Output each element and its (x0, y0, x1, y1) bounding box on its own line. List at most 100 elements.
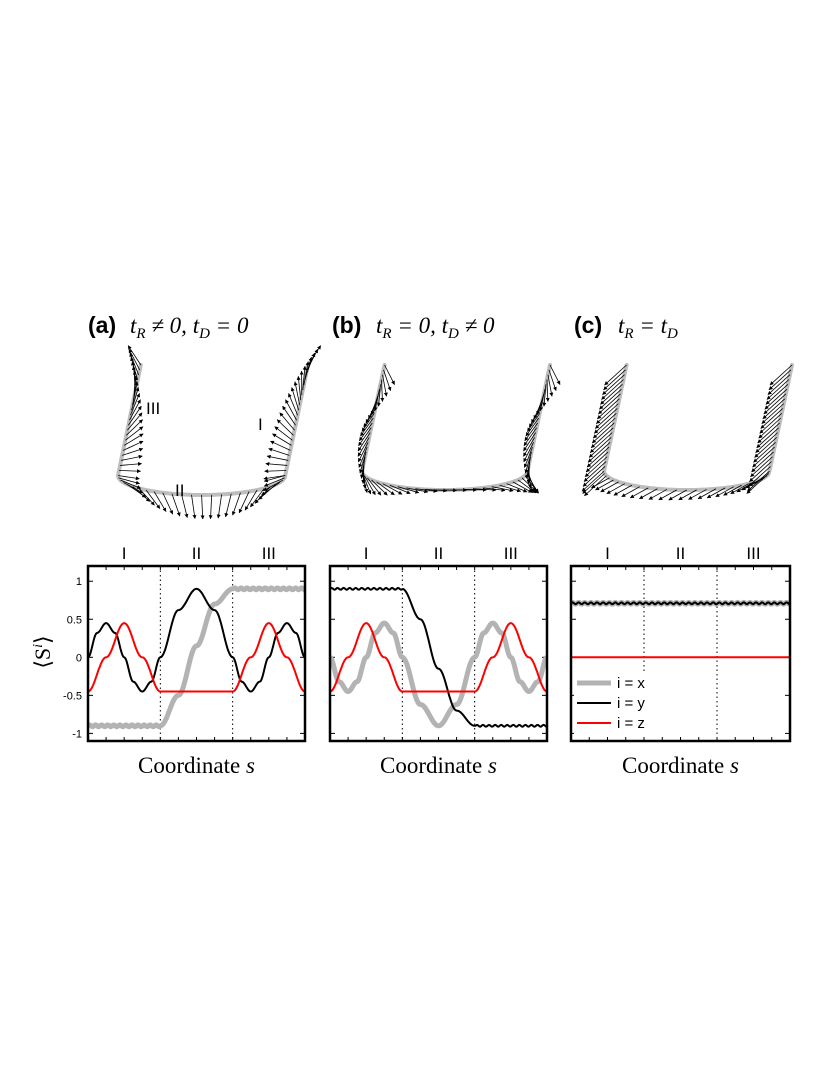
spin-arrow (303, 361, 310, 386)
spin-arrow (307, 345, 322, 366)
spin-arrow (123, 482, 144, 494)
spin-arrow (524, 422, 539, 442)
spin-arrow (763, 393, 787, 415)
spin-arrow (582, 466, 606, 487)
spin-texture-c (581, 363, 794, 501)
spin-arrow (523, 432, 536, 452)
spin-arrow (599, 388, 622, 410)
spin-arrow (548, 369, 557, 392)
series-line-iz (330, 622, 547, 693)
spin-arrow (758, 417, 781, 439)
spin-arrow (383, 369, 392, 392)
spin-arrow (697, 488, 717, 500)
spin-arrow (266, 454, 289, 461)
spin-arrow (648, 489, 668, 500)
spin-arrow (757, 422, 780, 444)
spin-arrow (224, 493, 232, 518)
spin-arrow (263, 475, 286, 481)
region-label-i: I (122, 544, 127, 563)
spin-arrow (523, 427, 537, 447)
svg-text:tR = 0, tD ≠ 0: tR = 0, tD ≠ 0 (376, 313, 495, 342)
legend-label: i = y (617, 695, 645, 712)
plot-frame (86, 564, 307, 743)
spin-arrow (122, 447, 144, 456)
spin-arrow (549, 364, 561, 385)
region-label-iii: III (504, 544, 518, 563)
spin-arrow (603, 369, 626, 391)
spin-arrow (762, 398, 786, 420)
spin-arrow (145, 489, 161, 509)
spin-arrow (589, 432, 613, 453)
spin-arrow (767, 374, 791, 395)
x-axis-label: Coordinate s (622, 753, 739, 778)
spin-arrow (629, 487, 649, 499)
spin-arrow (128, 405, 142, 426)
spin-arrow (764, 388, 788, 410)
spin-arrow (264, 469, 287, 474)
spin-arrow (132, 381, 139, 406)
spin-arrow (288, 393, 299, 416)
spin-arrow (483, 487, 506, 492)
spin-arrow (162, 492, 174, 515)
spin-arrow (131, 387, 140, 411)
spin-arrow (263, 477, 285, 487)
spin-arrow (384, 364, 395, 385)
spin-arrow (754, 437, 777, 458)
spin-arrow (363, 408, 376, 428)
y-tick-label: 0.5 (67, 614, 82, 626)
spin-arrow (120, 461, 143, 466)
spin-arrow (769, 364, 793, 386)
spin-arrow (525, 456, 531, 479)
spin-arrow (153, 491, 167, 512)
spin-arrow (591, 477, 610, 489)
spin-arrow (523, 442, 534, 463)
spin-arrow (293, 381, 301, 406)
u-region-label-ii: II (175, 481, 184, 500)
spin-arrow (581, 470, 605, 492)
series-line-iz (88, 622, 305, 693)
spin-arrow (279, 412, 295, 431)
spin-arrow (748, 466, 771, 487)
spin-arrow (688, 489, 707, 500)
spin-arrow (272, 433, 292, 446)
spin-arrow (768, 369, 792, 391)
spin-arrow (282, 405, 296, 426)
spin-arrow (127, 412, 143, 431)
spin-arrow (124, 433, 144, 446)
spin-arrow (382, 374, 388, 397)
svg-text:tR ≠ 0, tD = 0: tR ≠ 0, tD = 0 (130, 313, 249, 342)
spin-arrow (127, 345, 142, 366)
legend: i = xi = yi = z (574, 671, 664, 735)
spin-arrow (755, 432, 778, 453)
spin-arrow (296, 375, 302, 401)
spin-arrow (121, 454, 143, 461)
region-label-ii: II (192, 544, 201, 563)
spin-arrow (274, 426, 293, 441)
spin-arrow (753, 441, 776, 463)
spin-arrow (524, 451, 532, 474)
spin-arrow (512, 481, 533, 493)
spin-arrow (263, 475, 286, 483)
spin-arrow (756, 427, 779, 449)
spin-texture-b (357, 363, 561, 496)
spin-arrow (123, 440, 144, 451)
spin-arrow (621, 486, 640, 498)
spin-arrow (536, 393, 545, 416)
spin-arrow (270, 440, 291, 451)
u-region-label-iii: III (146, 399, 160, 418)
spin-arrow (668, 489, 687, 501)
spin-arrow (376, 481, 395, 496)
y-tick-label: 1 (76, 576, 82, 588)
spin-arrow (750, 456, 773, 478)
spin-arrow (523, 437, 535, 457)
spin-arrow (600, 481, 619, 493)
spin-arrow (364, 475, 376, 496)
spin-arrow (191, 494, 197, 519)
spin-arrow (590, 427, 614, 449)
spin-arrow (358, 427, 372, 447)
spin-arrow (120, 479, 142, 489)
legend-label: i = x (617, 675, 645, 692)
u-centerline (602, 363, 794, 492)
